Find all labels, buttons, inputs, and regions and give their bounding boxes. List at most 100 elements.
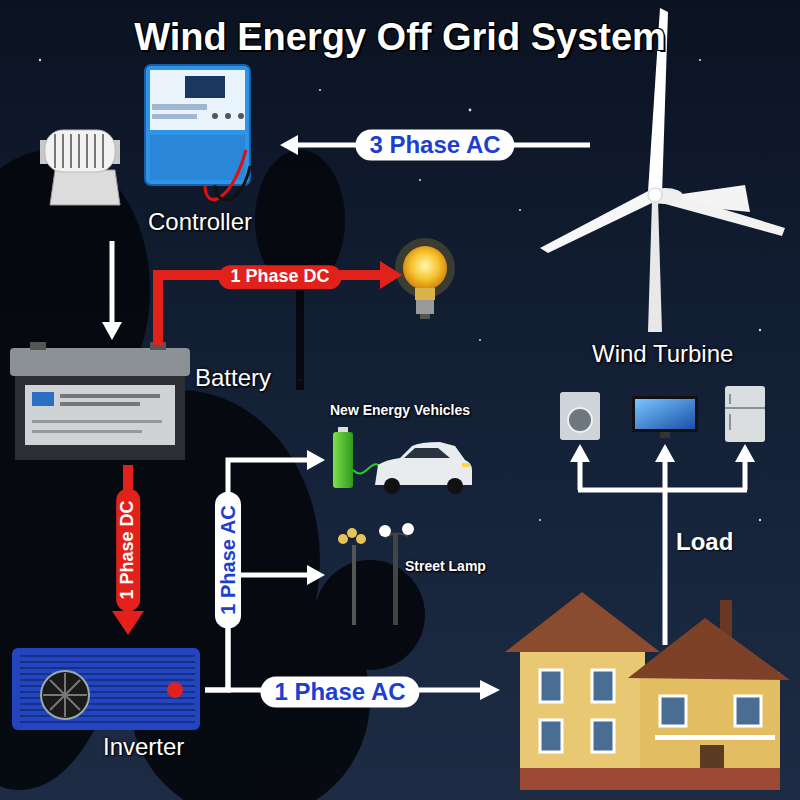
street-lamp-illustration <box>338 523 414 625</box>
battery-illustration-part <box>32 420 162 423</box>
inverter-illustration-part <box>167 682 183 698</box>
street-lamp-illustration-part <box>393 534 398 625</box>
connector-arrow <box>102 241 122 340</box>
stars-part <box>539 519 541 521</box>
appliance-icons-part <box>725 386 765 442</box>
battery-illustration-part <box>15 372 185 460</box>
inverter-illustration-part <box>20 656 195 722</box>
vehicle-charging-illustration-part <box>462 463 470 467</box>
tree-silhouettes <box>0 150 425 800</box>
load-arrows-part <box>578 462 747 645</box>
stars-part <box>419 179 421 181</box>
battery-illustration-part <box>10 348 190 376</box>
dc-wire-to-bulb-part <box>380 261 402 289</box>
controller-illustration-part <box>185 76 225 98</box>
connector-arrow <box>205 565 325 690</box>
controller-illustration-part <box>150 135 245 180</box>
arrow-head <box>280 135 298 155</box>
controller-illustration-part <box>152 104 207 110</box>
house-illustration-part-part <box>592 720 614 752</box>
resistor-illustration-part <box>50 170 120 205</box>
component-node: New Energy Vehicles <box>325 400 490 495</box>
vehicle-charging-illustration-part <box>404 448 450 458</box>
component-label: Wind Turbine <box>592 340 733 369</box>
appliance-icons-part <box>568 408 592 432</box>
wind-turbine-illustration-part <box>648 8 668 195</box>
stars-part <box>249 29 251 31</box>
load-arrows <box>570 444 755 645</box>
inverter-illustration <box>12 648 200 730</box>
light-bulb <box>395 238 455 319</box>
wind-turbine-illustration-part <box>648 188 662 202</box>
load-arrows-part <box>570 444 590 462</box>
wind-turbine-illustration-part <box>648 200 662 332</box>
house-illustration-part-part <box>592 670 614 702</box>
controller-illustration-part <box>225 113 231 119</box>
connector-arrow <box>112 465 144 635</box>
edge-label: 1 Phase AC <box>215 491 241 628</box>
controller-illustration-part <box>152 114 197 119</box>
vehicle-charging-illustration-part <box>384 478 400 494</box>
battery-illustration <box>10 342 190 460</box>
wind-turbine-illustration-part <box>647 188 683 204</box>
arrow-head <box>307 450 325 470</box>
battery-illustration-part <box>60 402 140 406</box>
inverter-illustration-part <box>43 673 87 717</box>
component-node: Controller <box>30 60 280 241</box>
street-lamp-illustration-part <box>379 525 391 537</box>
controller-illustration-part <box>238 113 244 119</box>
battery-illustration-part <box>32 430 142 433</box>
wire-label: 1 Phase AC <box>260 677 419 708</box>
house-illustration-part <box>628 618 790 680</box>
component-node: Street Lamp <box>325 520 500 630</box>
flow-label: Load <box>676 528 733 557</box>
vehicle-charging-illustration <box>333 427 472 494</box>
resistor-illustration-part <box>45 130 115 172</box>
battery-illustration-part <box>32 392 54 406</box>
dc-wire-to-bulb <box>158 261 402 345</box>
controller-illustration-part <box>212 113 218 119</box>
connector-arrow <box>205 450 325 690</box>
edge-label: 3 Phase AC <box>355 130 514 161</box>
light-bulb-part <box>420 314 430 319</box>
wind-turbine-illustration <box>540 8 785 332</box>
appliance-icons-part <box>725 394 765 430</box>
appliance-icons-part <box>560 392 600 440</box>
stars-part <box>469 109 472 112</box>
house-illustration-part-part <box>735 696 761 726</box>
street-lamp-illustration-part <box>352 545 356 625</box>
component-node: Wind Turbine <box>590 10 780 375</box>
tree-silhouettes-part <box>255 150 345 290</box>
wire-label: 1 Phase DC <box>218 265 341 289</box>
arrow-head <box>102 322 122 340</box>
light-bulb-part <box>416 300 434 314</box>
battery-illustration-part <box>60 394 160 398</box>
wind-turbine-illustration-part <box>540 190 656 253</box>
stars-part <box>699 59 701 61</box>
component-label: Street Lamp <box>405 558 486 575</box>
street-lamp-illustration-part <box>338 534 348 544</box>
component-label: Inverter <box>103 733 184 762</box>
ac-wire-to-house-part <box>228 688 482 693</box>
street-lamp-illustration-part <box>356 534 366 544</box>
diagram-title: Wind Energy Off Grid System <box>0 16 800 59</box>
appliance-icons-part <box>632 396 698 432</box>
stars-part <box>479 339 481 341</box>
light-bulb-part <box>403 246 447 290</box>
house-illustration-part-part <box>540 670 562 702</box>
house-illustration-part-part <box>540 720 562 752</box>
resistor-illustration <box>40 130 120 205</box>
dc-wire-to-bulb-part <box>158 275 382 345</box>
connector-line <box>205 460 312 690</box>
stars-part <box>319 89 321 91</box>
ac-wire-to-house-part <box>480 680 500 700</box>
connector-line <box>205 575 312 690</box>
connector-line <box>293 143 590 148</box>
house-illustration-part <box>655 735 775 740</box>
appliance-icons-part <box>660 432 670 438</box>
stars-part <box>759 519 761 521</box>
